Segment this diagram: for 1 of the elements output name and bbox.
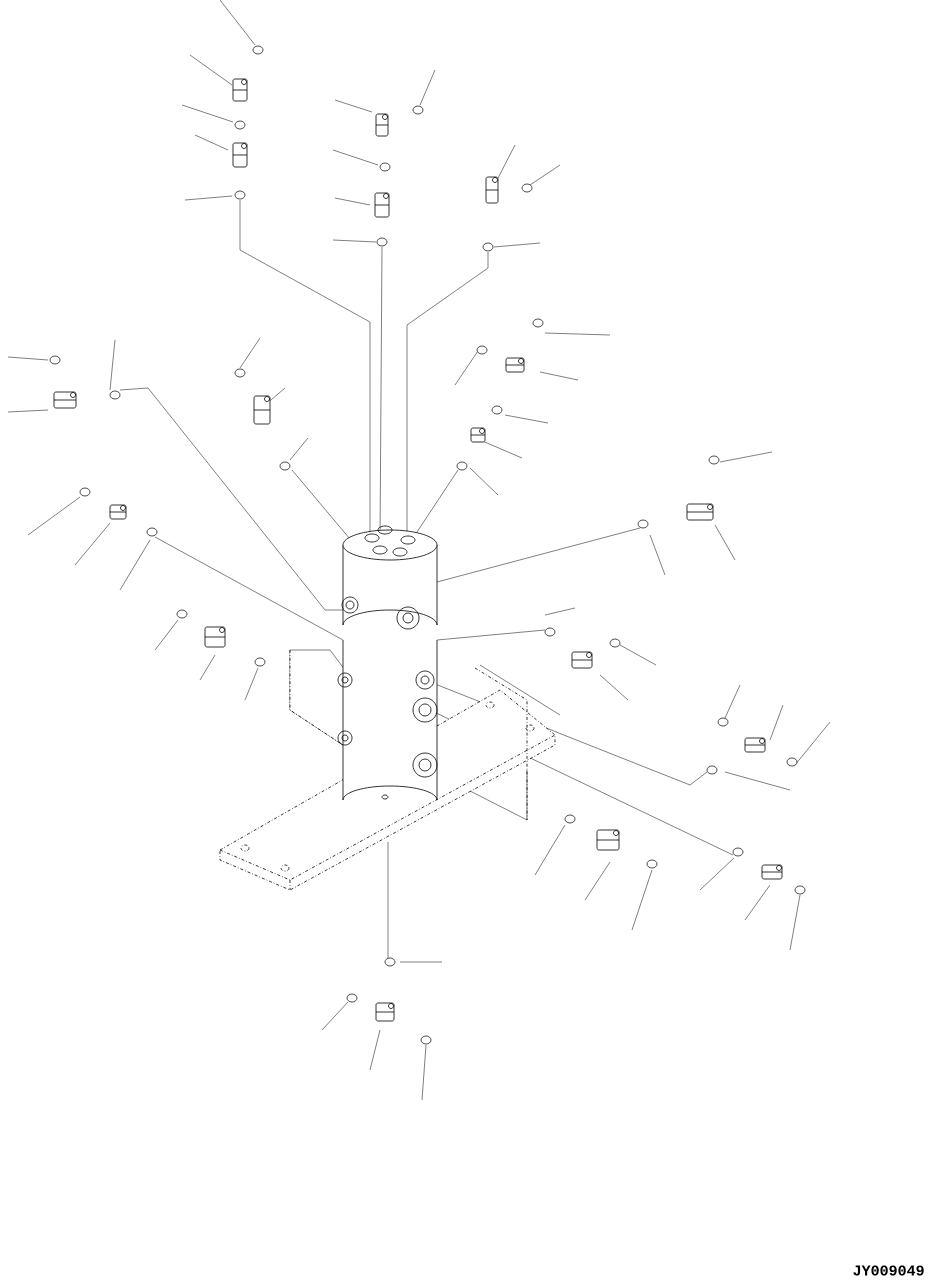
- drawing-number: JY009049: [853, 1265, 924, 1276]
